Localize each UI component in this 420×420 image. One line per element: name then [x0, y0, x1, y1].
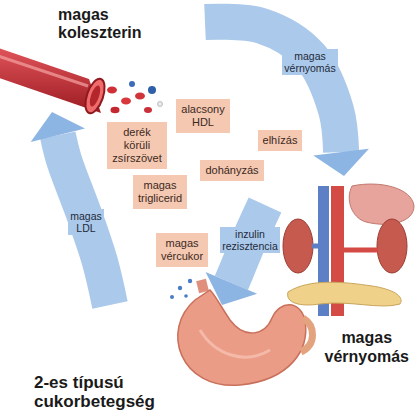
stomach-part: [188, 279, 192, 283]
stomach-part: [178, 286, 182, 290]
blood-cells: [107, 81, 163, 113]
abdominal-organs-part: [344, 248, 378, 253]
stomach-part: [178, 290, 306, 385]
risk-factor-box: dohányzás: [200, 160, 263, 181]
illustration-node: magas koleszterin: [0, 0, 205, 112]
edge-label: inzulin rezisztencia: [222, 228, 277, 252]
edge-label-patch: magas vérnyomás: [282, 49, 337, 75]
risk-factor-box: magas vércukor: [156, 233, 208, 267]
blood-cells-part: [158, 102, 163, 107]
blood-cells-part: [144, 107, 152, 113]
curved-arrow: [205, 22, 369, 176]
blood-cells-part: [121, 98, 131, 105]
box-label: derék körüli zsírszövet: [112, 126, 162, 165]
blood-vessel-part: [82, 76, 109, 115]
box-label: magas vércukor: [161, 237, 203, 263]
edge-label-patch: inzulin rezisztencia: [220, 227, 279, 253]
edge-label: magas LDL: [70, 210, 102, 234]
stomach-part: [170, 295, 174, 299]
edge-label: magas vérnyomás: [284, 50, 335, 74]
stomach-part: [200, 330, 270, 357]
arrow-body: [58, 135, 110, 305]
blood-vessel-part: [0, 54, 88, 86]
stomach-part: [184, 294, 188, 298]
edge-label-patch: magas LDL: [68, 209, 104, 235]
illustration-node: 2-es típusú cukorbetegség: [28, 305, 260, 418]
box-label: dohányzás: [205, 164, 258, 177]
box-label: alacsony HDL: [181, 103, 224, 129]
illustration-heading: magas koleszterin: [58, 6, 142, 43]
risk-factor-box: magas triglicerid: [133, 175, 187, 209]
blood-vessel: [0, 43, 108, 116]
blood-cells-part: [111, 107, 120, 113]
illustration-heading: magas vérnyomás: [325, 329, 410, 366]
stomach-part: [201, 280, 204, 292]
blood-cells-part: [135, 93, 145, 100]
abdominal-organs-part: [288, 282, 401, 306]
risk-factor-box: elhízás: [258, 130, 303, 151]
box-label: elhízás: [263, 134, 298, 147]
arrow-head: [206, 272, 258, 305]
blood-cells-part: [107, 87, 117, 94]
blood-cells-part: [129, 81, 135, 87]
arrow-body: [205, 22, 341, 152]
blood-cells-part: [148, 86, 156, 94]
abdominal-organs-part: [349, 184, 414, 224]
arrow-head: [31, 112, 85, 142]
abdominal-organs-part: [283, 219, 313, 273]
blood-vessel-part: [88, 84, 103, 107]
risk-factor-box: derék körüli zsírszövet: [107, 122, 167, 169]
abdominal-organs-part: [377, 219, 407, 273]
arrow-head: [313, 149, 369, 176]
illustration-node: magas vérnyomás: [265, 176, 415, 370]
abdominal-organs: [283, 184, 414, 316]
curved-arrow: [31, 112, 110, 305]
risk-factor-box: alacsony HDL: [176, 99, 229, 133]
illustration-heading: 2-es típusú cukorbetegség: [34, 373, 174, 412]
box-label: magas triglicerid: [138, 179, 182, 205]
abdominal-organs-part: [312, 244, 318, 249]
curved-arrow: [206, 205, 265, 305]
stomach-part: [301, 318, 313, 352]
arrow-body: [231, 205, 265, 283]
